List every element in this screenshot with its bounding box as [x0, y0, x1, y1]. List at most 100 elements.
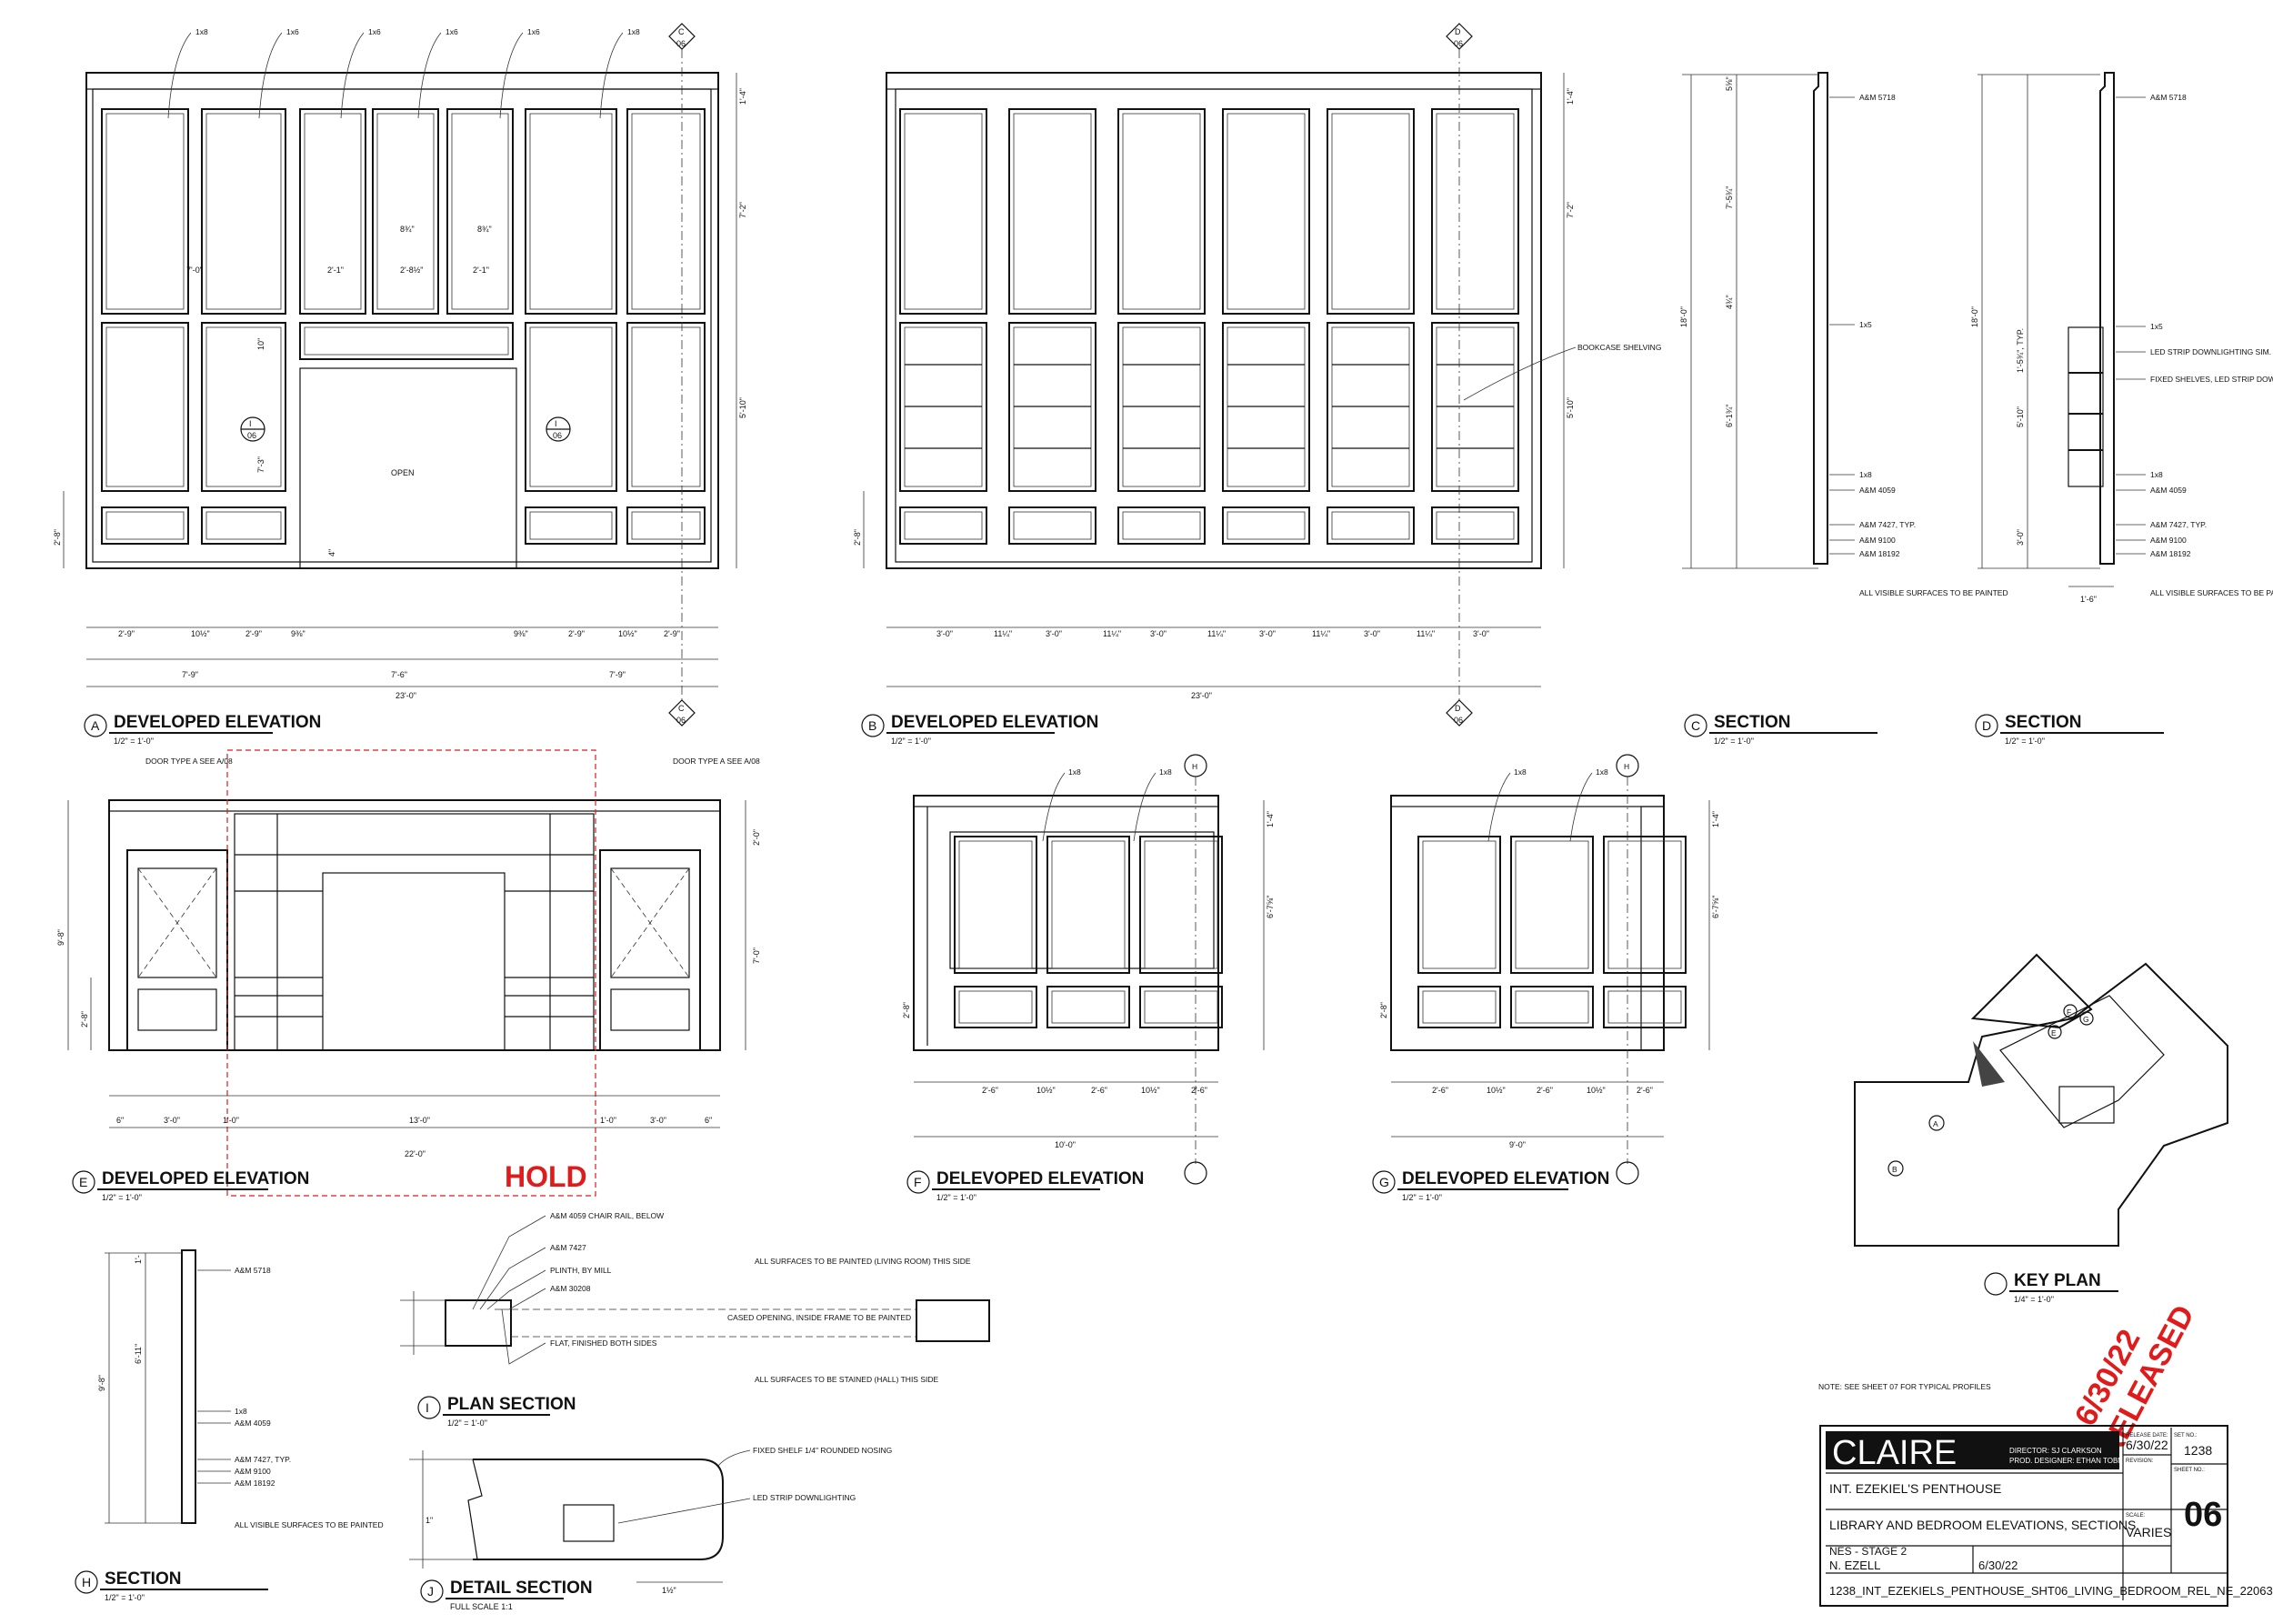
elevation-e: HOLD DOOR TYPE A SEE A/08 DOOR TYPE A SE…	[56, 749, 761, 1202]
section-c-note: ALL VISIBLE SURFACES TO BE PAINTED	[1859, 588, 2008, 597]
bookcase-callout: BOOKCASE SHELVING	[1577, 343, 1661, 352]
dim-label: 3'-0"	[1364, 629, 1380, 638]
dim-label: 2'-8"	[853, 529, 862, 546]
svg-text:A: A	[1933, 1119, 1938, 1128]
dim-label: 2'-8½"	[400, 266, 423, 275]
callout-label: A&M 9100	[235, 1467, 271, 1476]
svg-text:06: 06	[676, 716, 686, 725]
svg-text:LIBRARY AND BEDROOM ELEVATIONS: LIBRARY AND BEDROOM ELEVATIONS, SECTIONS	[1829, 1518, 2136, 1532]
callout-label: 1x8	[235, 1407, 247, 1416]
dim-label: 10½"	[1036, 1086, 1056, 1095]
svg-text:1/2" = 1'-0": 1/2" = 1'-0"	[2005, 737, 2045, 746]
dim-label: 2'-1"	[327, 266, 344, 275]
svg-text:SECTION: SECTION	[1714, 713, 1790, 732]
callout-label: A&M 4059	[2150, 486, 2187, 495]
wall-panel	[299, 108, 366, 315]
door-left	[126, 849, 228, 1051]
dim-label: 2'-6"	[1537, 1086, 1553, 1095]
wall-panel	[1117, 506, 1206, 545]
dim-label: 7'-2"	[738, 202, 747, 218]
svg-text:06: 06	[553, 431, 562, 440]
svg-text:D: D	[1455, 27, 1461, 36]
svg-text:D: D	[1982, 718, 1991, 733]
wall-panel	[299, 322, 514, 360]
dim-label: 7'-0"	[752, 947, 761, 964]
svg-text:1/2" = 1'-0": 1/2" = 1'-0"	[1714, 737, 1754, 746]
svg-text:RELEASE DATE:: RELEASE DATE:	[2126, 1433, 2168, 1439]
wall-panel	[1008, 506, 1096, 545]
top-label: 1x8	[195, 27, 208, 36]
dim-label: 1'-4"	[738, 88, 747, 105]
callout-label: 1x8	[1859, 470, 1872, 479]
wall-panel	[1117, 108, 1206, 315]
svg-text:B: B	[1892, 1165, 1898, 1174]
dim-label: 3'-0"	[1150, 629, 1167, 638]
svg-text:06: 06	[2184, 1496, 2222, 1534]
dim-label: 2'-6"	[982, 1086, 998, 1095]
wall-panel	[101, 108, 189, 315]
dim-label: 22'-0"	[405, 1149, 426, 1158]
svg-text:INT. EZEKIEL'S PENTHOUSE: INT. EZEKIEL'S PENTHOUSE	[1829, 1481, 2001, 1496]
top-label: 1x6	[446, 27, 458, 36]
svg-text:06: 06	[676, 39, 686, 48]
svg-text:1'-6": 1'-6"	[2080, 595, 2097, 604]
callout-label: 1x5	[1859, 320, 1872, 329]
wall-panel	[1417, 836, 1501, 974]
dim-label: 3'-0"	[1046, 629, 1062, 638]
title-key-plan: KEY PLAN 1/4" = 1'-0"	[1984, 1271, 2118, 1304]
wall-panel	[446, 108, 514, 315]
callout-label: FIXED SHELVES, LED STRIP DOWNLIGHTING SE…	[2150, 375, 2273, 384]
dim-label: 2'-9"	[245, 629, 262, 638]
callout-label: 1x8	[2150, 470, 2163, 479]
svg-text:5'-10": 5'-10"	[2016, 406, 2025, 427]
svg-text:B: B	[868, 718, 876, 733]
svg-text:I: I	[426, 1400, 429, 1415]
dim-label: 3'-0"	[1473, 629, 1489, 638]
wall-panel	[1431, 108, 1519, 315]
svg-text:A: A	[91, 718, 100, 733]
callout-label: A&M 18192	[2150, 549, 2191, 558]
general-note: NOTE: SEE SHEET 07 FOR TYPICAL PROFILES	[1818, 1382, 1991, 1391]
title-plan-section-i: I PLAN SECTION 1/2" = 1'-0"	[417, 1395, 576, 1428]
wall-panel	[1139, 986, 1223, 1028]
wall-panel	[626, 322, 706, 492]
top-label: 1x8	[627, 27, 640, 36]
wall-panel	[954, 836, 1037, 974]
dim-label: 7'-9"	[609, 670, 626, 679]
wall-panel	[954, 986, 1037, 1028]
door-right	[599, 849, 701, 1051]
svg-text:SECTION: SECTION	[2005, 713, 2081, 732]
callout-label: PLINTH, BY MILL	[550, 1266, 612, 1275]
wall-panel	[1510, 836, 1594, 974]
top-label: 1x6	[286, 27, 299, 36]
callout-label: A&M 7427, TYP.	[235, 1455, 291, 1464]
wall-panel	[1008, 108, 1096, 315]
svg-text:1/2" = 1'-0": 1/2" = 1'-0"	[936, 1193, 976, 1202]
wall-panel	[1222, 322, 1310, 492]
svg-text:NES - STAGE 2: NES - STAGE 2	[1829, 1545, 1907, 1558]
dim-label: 5'-10"	[738, 397, 747, 418]
dim-label: 2'-8"	[1379, 1002, 1388, 1018]
svg-text:DELEVOPED ELEVATION: DELEVOPED ELEVATION	[1402, 1169, 1609, 1188]
section-tag-c-top: C 06	[668, 23, 696, 50]
svg-text:DELEVOPED ELEVATION: DELEVOPED ELEVATION	[936, 1169, 1144, 1188]
wall-panel	[1222, 108, 1310, 315]
wall-panel	[525, 108, 617, 315]
callout-label: A&M 18192	[1859, 549, 1900, 558]
svg-text:E: E	[2051, 1028, 2057, 1038]
dim-label: 2'-9"	[118, 629, 135, 638]
dim-label: 2'-0"	[752, 829, 761, 846]
wall-panel	[1417, 986, 1501, 1028]
top-label: 1x8	[1596, 767, 1608, 777]
svg-text:06: 06	[1454, 39, 1463, 48]
dim-label: 3'-0"	[936, 629, 953, 638]
section-tag-h: H	[1624, 762, 1629, 771]
callout-label: A&M 9100	[2150, 536, 2187, 545]
dim-label: 2'-9"	[568, 629, 585, 638]
dim-label: 23'-0"	[1191, 691, 1212, 700]
svg-text:DEVELOPED ELEVATION: DEVELOPED ELEVATION	[102, 1169, 309, 1188]
top-label: 1x6	[368, 27, 381, 36]
callout-label: A&M 4059	[1859, 486, 1896, 495]
